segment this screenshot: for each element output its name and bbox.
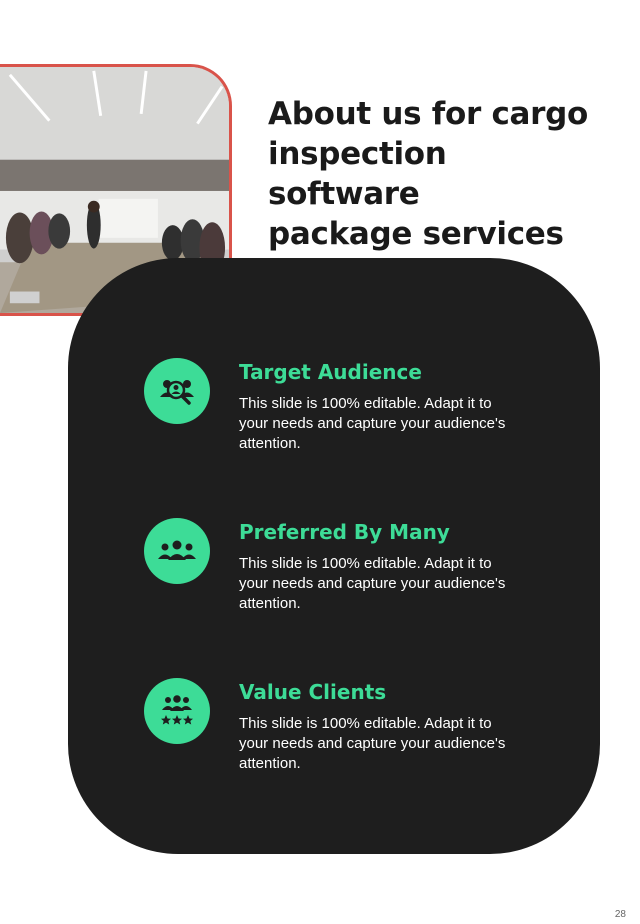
item-text: This slide is 100% editable. Adapt it to…: [239, 395, 506, 452]
group-icon: [144, 518, 210, 584]
page-number: 28: [614, 909, 626, 920]
item-title: Value Clients: [239, 680, 387, 704]
title-line: About us for cargo: [268, 96, 589, 132]
item-text: This slide is 100% editable. Adapt it to…: [239, 555, 506, 612]
title-line: package services: [268, 216, 564, 252]
content-panel: Target Audience This slide is 100% edita…: [68, 258, 600, 854]
item-title: Preferred By Many: [239, 520, 450, 544]
rated-group-icon: [144, 678, 210, 744]
item-text: This slide is 100% editable. Adapt it to…: [239, 715, 506, 772]
page-title: About us for cargo inspection software p…: [268, 94, 608, 254]
target-audience-icon: [144, 358, 210, 424]
title-line: inspection software: [268, 136, 447, 212]
item-title: Target Audience: [239, 360, 422, 384]
